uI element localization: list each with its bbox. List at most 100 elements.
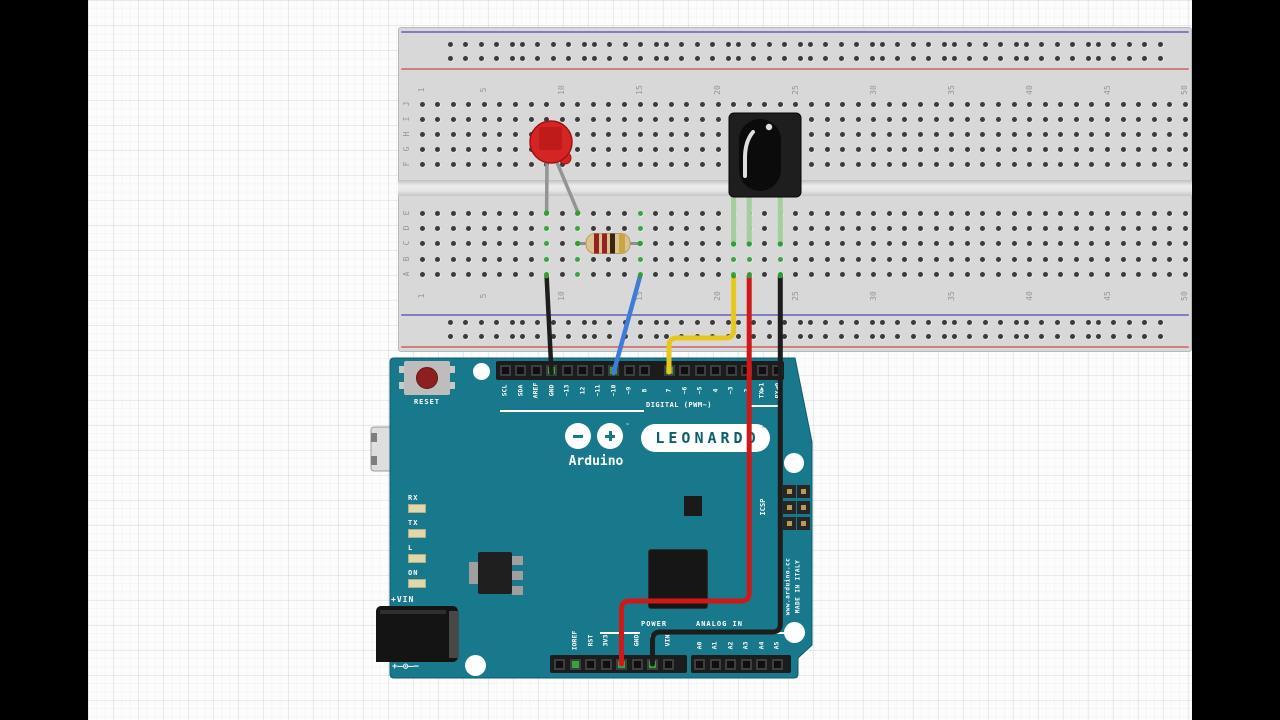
- breadboard-hole[interactable]: [1120, 101, 1126, 107]
- breadboard-hole[interactable]: [1073, 271, 1079, 277]
- breadboard-hole[interactable]: [871, 271, 877, 277]
- breadboard-hole[interactable]: [902, 131, 908, 137]
- ir-receiver[interactable]: [728, 112, 802, 247]
- breadboard-hole-connected[interactable]: [575, 225, 581, 231]
- power-rail-hole[interactable]: [509, 334, 515, 339]
- power-rail-hole[interactable]: [591, 55, 597, 61]
- breadboard-hole[interactable]: [793, 101, 799, 107]
- breadboard-hole[interactable]: [1058, 146, 1064, 152]
- breadboard-hole[interactable]: [964, 256, 970, 262]
- breadboard-hole[interactable]: [1120, 116, 1126, 122]
- breadboard-hole[interactable]: [1120, 131, 1126, 137]
- breadboard-hole[interactable]: [902, 271, 908, 277]
- breadboard-hole[interactable]: [1167, 210, 1173, 216]
- power-rail-hole[interactable]: [982, 41, 988, 47]
- power-rail-hole[interactable]: [735, 319, 741, 325]
- breadboard-hole[interactable]: [1182, 240, 1188, 246]
- power-rail-hole[interactable]: [823, 319, 829, 325]
- power-rail-hole[interactable]: [463, 334, 469, 339]
- breadboard-hole[interactable]: [1011, 161, 1017, 167]
- power-rail-hole[interactable]: [1095, 41, 1101, 47]
- breadboard-hole[interactable]: [855, 161, 861, 167]
- breadboard-hole[interactable]: [466, 101, 472, 107]
- breadboard-hole[interactable]: [1151, 225, 1157, 231]
- power-rail-hole[interactable]: [581, 319, 587, 325]
- breadboard-hole[interactable]: [855, 271, 861, 277]
- breadboard-hole[interactable]: [1136, 210, 1142, 216]
- breadboard-hole[interactable]: [466, 161, 472, 167]
- power-rail-hole[interactable]: [838, 319, 844, 325]
- breadboard-hole[interactable]: [886, 210, 892, 216]
- breadboard-hole[interactable]: [902, 240, 908, 246]
- breadboard-hole[interactable]: [653, 131, 659, 137]
- breadboard-hole[interactable]: [450, 210, 456, 216]
- breadboard-hole[interactable]: [481, 101, 487, 107]
- power-rail-hole[interactable]: [663, 319, 669, 325]
- power-rail-hole[interactable]: [967, 55, 973, 61]
- breadboard-hole[interactable]: [684, 146, 690, 152]
- power-rail-hole[interactable]: [638, 55, 644, 61]
- power-rail-hole[interactable]: [869, 334, 875, 339]
- breadboard-hole[interactable]: [653, 161, 659, 167]
- breadboard-hole[interactable]: [1042, 146, 1048, 152]
- breadboard-hole[interactable]: [466, 116, 472, 122]
- breadboard-hole[interactable]: [933, 271, 939, 277]
- breadboard-hole[interactable]: [1011, 116, 1017, 122]
- power-rail-hole[interactable]: [638, 41, 644, 47]
- breadboard-hole[interactable]: [1105, 225, 1111, 231]
- breadboard-hole[interactable]: [435, 210, 441, 216]
- breadboard-hole[interactable]: [809, 210, 814, 216]
- power-rail-hole[interactable]: [550, 55, 556, 61]
- breadboard-hole[interactable]: [1182, 101, 1188, 107]
- power-rail-hole[interactable]: [1054, 41, 1060, 47]
- breadboard-hole[interactable]: [762, 101, 768, 107]
- breadboard-hole[interactable]: [902, 146, 908, 152]
- breadboard-hole[interactable]: [481, 240, 487, 246]
- breadboard-hole[interactable]: [1027, 131, 1033, 137]
- power-rail-hole[interactable]: [550, 319, 556, 325]
- breadboard-hole[interactable]: [871, 240, 877, 246]
- breadboard-hole[interactable]: [1011, 271, 1017, 277]
- breadboard-hole[interactable]: [980, 131, 986, 137]
- power-rail-hole[interactable]: [782, 334, 788, 339]
- breadboard-hole-connected[interactable]: [637, 210, 643, 216]
- digital-pin-SCL[interactable]: [499, 365, 511, 376]
- breadboard-hole[interactable]: [653, 240, 659, 246]
- breadboard-hole[interactable]: [949, 131, 955, 137]
- breadboard-hole[interactable]: [715, 240, 721, 246]
- breadboard-hole[interactable]: [1042, 131, 1048, 137]
- digital-pin-12[interactable]: [577, 365, 588, 376]
- analog-pin-A1[interactable]: [709, 658, 721, 670]
- power-rail-hole[interactable]: [725, 55, 731, 61]
- power-rail-hole[interactable]: [823, 334, 829, 339]
- breadboard-hole[interactable]: [964, 240, 970, 246]
- breadboard-hole[interactable]: [1136, 146, 1142, 152]
- power-rail-hole[interactable]: [1142, 41, 1148, 47]
- breadboard-hole[interactable]: [1011, 146, 1017, 152]
- breadboard-hole[interactable]: [1073, 161, 1079, 167]
- breadboard-hole[interactable]: [559, 116, 565, 122]
- breadboard-hole[interactable]: [809, 101, 814, 107]
- breadboard-hole[interactable]: [559, 210, 565, 216]
- power-rail-hole[interactable]: [895, 55, 901, 61]
- power-rail-hole[interactable]: [679, 319, 685, 325]
- breadboard-hole[interactable]: [731, 101, 737, 107]
- breadboard-hole[interactable]: [824, 240, 830, 246]
- breadboard-hole[interactable]: [622, 225, 628, 231]
- breadboard-hole[interactable]: [980, 101, 986, 107]
- power-rail-hole[interactable]: [566, 319, 572, 325]
- breadboard-hole[interactable]: [886, 161, 892, 167]
- breadboard-hole-connected[interactable]: [544, 225, 550, 231]
- breadboard-hole[interactable]: [840, 146, 846, 152]
- power-rail-hole[interactable]: [1085, 319, 1091, 325]
- breadboard-hole[interactable]: [949, 225, 955, 231]
- breadboard-hole[interactable]: [1136, 131, 1142, 137]
- power-rail-hole[interactable]: [807, 319, 813, 325]
- power-rail-hole[interactable]: [694, 319, 700, 325]
- breadboard-hole[interactable]: [450, 101, 456, 107]
- power-rail-hole[interactable]: [1126, 41, 1132, 47]
- breadboard-hole[interactable]: [668, 256, 674, 262]
- power-rail-hole[interactable]: [751, 55, 757, 61]
- breadboard-hole[interactable]: [933, 210, 939, 216]
- breadboard-hole[interactable]: [855, 240, 861, 246]
